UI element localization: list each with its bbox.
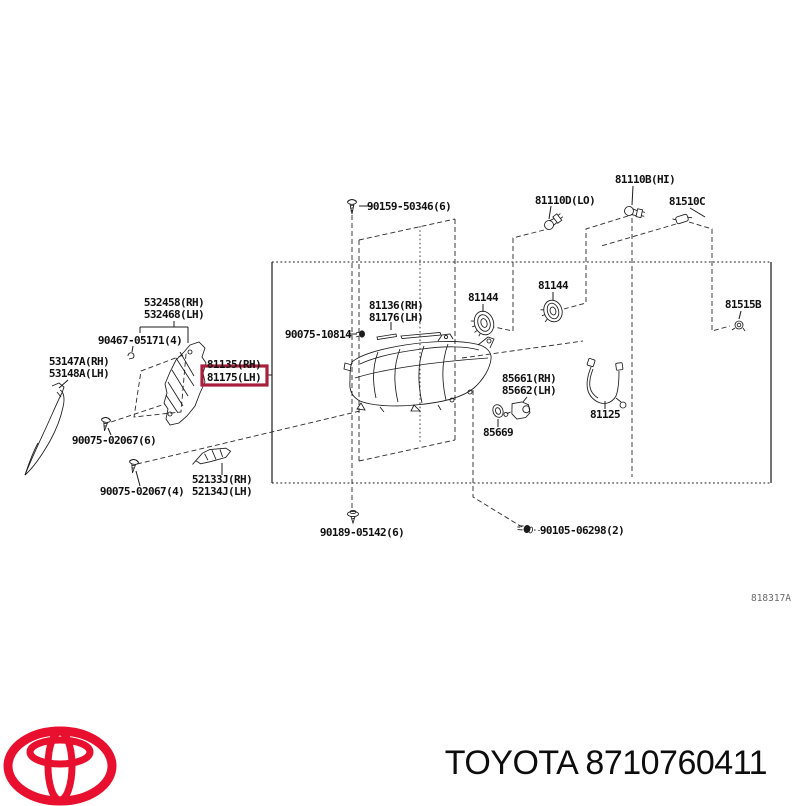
part-label-90159: 90159-50346(6)	[367, 200, 451, 213]
part-label-53147a-rh: 53147A(RH)	[49, 355, 109, 368]
part-label-81510c: 81510C	[669, 195, 705, 208]
part-label-81110d-lo: 81110D(LO)	[535, 194, 595, 207]
part-label-90075-02067-4: 90075-02067(4)	[100, 485, 184, 498]
retainer-nut-drawing	[731, 320, 746, 332]
part-label-81144-1: 81144	[468, 291, 499, 304]
highlight-box-81175	[200, 364, 269, 387]
part-label-90189: 90189-05142(6)	[320, 526, 404, 539]
part-label-81175-lh-highlighted: 81175(LH)	[207, 371, 261, 384]
bolt-90105-icon	[517, 525, 534, 534]
part-label-81125: 81125	[590, 408, 620, 421]
part-label-85661-rh: 85661(RH)	[502, 372, 556, 385]
part-label-90075-10814: 90075-10814	[285, 328, 352, 341]
igniter-drawing	[503, 401, 531, 420]
diagram-ref-code: 818317A	[751, 593, 791, 604]
fastener-90189-icon	[347, 509, 359, 525]
screw-90075-6-icon	[101, 417, 111, 432]
fender-extension-drawing	[24, 382, 65, 476]
part-label-81136-rh: 81136(RH)	[369, 299, 423, 312]
assembly-frame-box	[271, 261, 772, 484]
part-label-85662-lh: 85662(LH)	[502, 384, 556, 397]
bulb-socket-drawing	[672, 213, 693, 225]
part-label-52134j-lh: 52134J(LH)	[192, 485, 252, 498]
part-label-52133j-rh: 52133J(RH)	[192, 473, 252, 486]
grommet-drawing-2	[540, 299, 563, 323]
trim-strip-drawing	[376, 332, 442, 340]
headlamp-bracket-drawing	[133, 341, 207, 426]
part-label-81144-2: 81144	[538, 279, 569, 292]
grommet-drawing-1	[470, 310, 495, 337]
high-beam-bulb-drawing	[624, 206, 646, 219]
igniter-grommet-drawing	[492, 404, 504, 418]
low-beam-bulb-drawing	[544, 213, 564, 230]
part-label-81515b: 81515B	[725, 298, 762, 311]
part-label-85669: 85669	[483, 426, 513, 439]
retainer-bracket-drawing	[192, 447, 232, 465]
headlamp-assembly-drawing	[343, 333, 495, 413]
construction-lines	[110, 215, 731, 532]
bolt-90075-10814-icon	[355, 330, 365, 338]
part-label-90467: 90467-05171(4)	[98, 334, 182, 347]
headlamp-cord-drawing	[586, 358, 627, 409]
part-label-81135-rh: 81135(RH)	[207, 358, 261, 371]
part-label-90075-02067-6: 90075-02067(6)	[72, 434, 156, 447]
leader-lines	[58, 185, 742, 487]
screw-90075-4-icon	[129, 459, 139, 474]
part-label-81176-lh: 81176(LH)	[369, 311, 423, 324]
screw-90159-icon	[347, 199, 357, 215]
footer-part-number: TOYOTA 8710760411	[444, 744, 768, 782]
part-label-532458-rh: 532458(RH)	[144, 296, 204, 309]
clip-90467-icon	[127, 352, 135, 360]
part-label-81110b-hi: 81110B(HI)	[615, 173, 675, 186]
parts-diagram: 532458(RH) 532468(LH) 90467-05171(4) 531…	[24, 173, 791, 604]
part-label-532468-lh: 532468(LH)	[144, 308, 204, 321]
part-label-53148a-lh: 53148A(LH)	[49, 367, 109, 380]
part-label-90105: 90105-06298(2)	[540, 524, 624, 537]
toyota-logo	[3, 726, 117, 806]
